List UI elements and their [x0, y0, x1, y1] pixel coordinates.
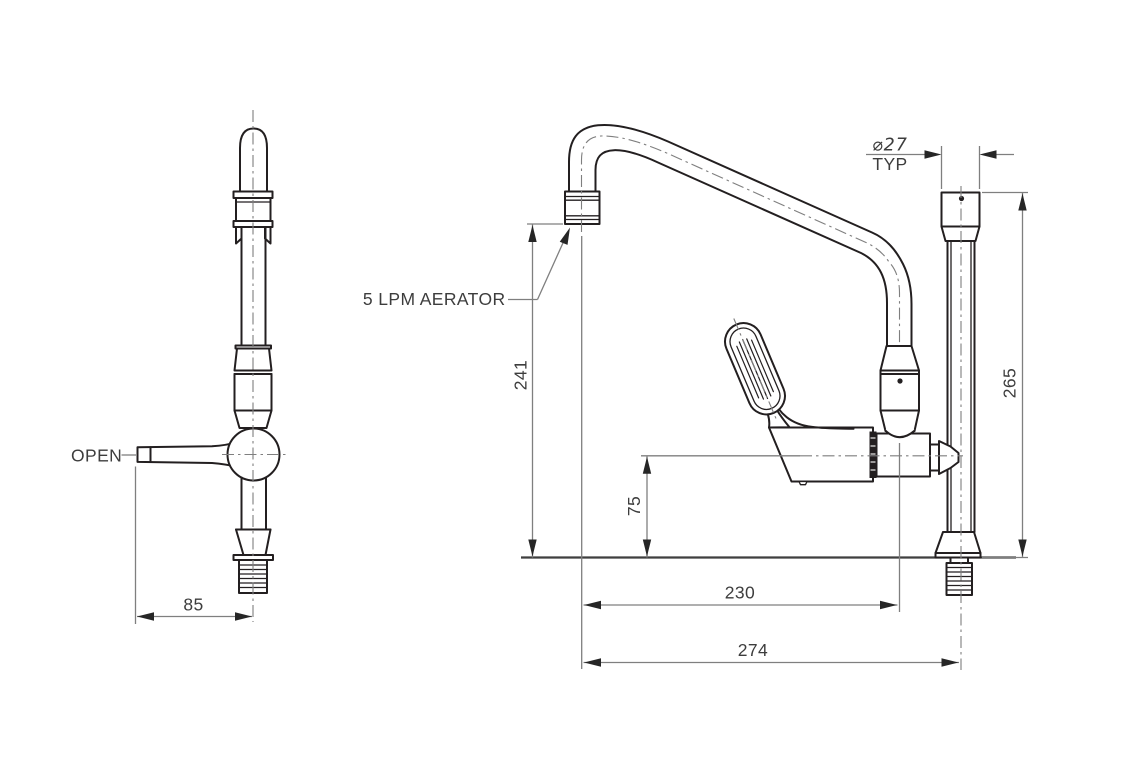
arrowhead — [584, 658, 601, 667]
aerator-annotation: 5 LPM AERATOR — [363, 225, 574, 309]
arrowhead — [528, 225, 537, 242]
arrowhead — [1018, 539, 1027, 557]
dim-aerator-height-241: 241 — [511, 223, 563, 558]
arrowhead — [1018, 193, 1027, 211]
dim-85-text: 85 — [183, 595, 203, 615]
arrowhead — [137, 612, 154, 621]
open-annotation: OPEN — [71, 446, 136, 466]
dim-230-text: 230 — [725, 583, 755, 603]
arrowhead — [528, 539, 537, 557]
dim-handle-offset-85: 85 — [134, 466, 252, 624]
dim-265-text: 265 — [1000, 368, 1020, 398]
aerator — [564, 190, 601, 225]
dim-diameter-text: ⌀27 — [872, 136, 908, 156]
dim-spout-reach-230: 230 — [583, 583, 898, 610]
spout-outline — [568, 124, 913, 347]
handle-axis-centerline — [733, 318, 777, 420]
dim-274-text: 274 — [738, 640, 768, 660]
valve-body-assembly — [724, 318, 874, 486]
arrowhead — [235, 612, 252, 621]
spout-swivel-base — [879, 345, 920, 439]
arrowhead — [584, 600, 601, 610]
dim-pipe-diameter-27: ⌀27 TYP — [866, 136, 1014, 189]
arrowhead — [559, 225, 574, 245]
valve-body — [768, 426, 874, 483]
dim-241-text: 241 — [511, 360, 531, 390]
arrowhead — [979, 150, 997, 159]
dim-typ-text: TYP — [872, 154, 907, 174]
arrowhead — [941, 658, 959, 667]
aerator-label: 5 LPM AERATOR — [363, 289, 506, 309]
arrowhead — [924, 150, 942, 159]
arrowhead — [642, 456, 652, 474]
arrowhead — [880, 600, 897, 610]
pipe-foot — [934, 531, 982, 554]
side-view: 5 LPM AERATOR 241 75 230 — [363, 124, 1028, 670]
dim-75-text: 75 — [624, 496, 644, 516]
riser-pipe — [934, 191, 982, 596]
arrowhead — [642, 539, 652, 557]
spout-centerline — [580, 135, 901, 441]
connector-nut — [869, 431, 960, 478]
front-view: OPEN 85 — [71, 110, 287, 624]
dim-overall-reach-274: 274 — [583, 640, 959, 667]
dim-riser-height-265: 265 — [982, 191, 1028, 559]
dim-outlet-centre-height-75: 75 — [624, 455, 652, 558]
open-label: OPEN — [71, 446, 122, 466]
